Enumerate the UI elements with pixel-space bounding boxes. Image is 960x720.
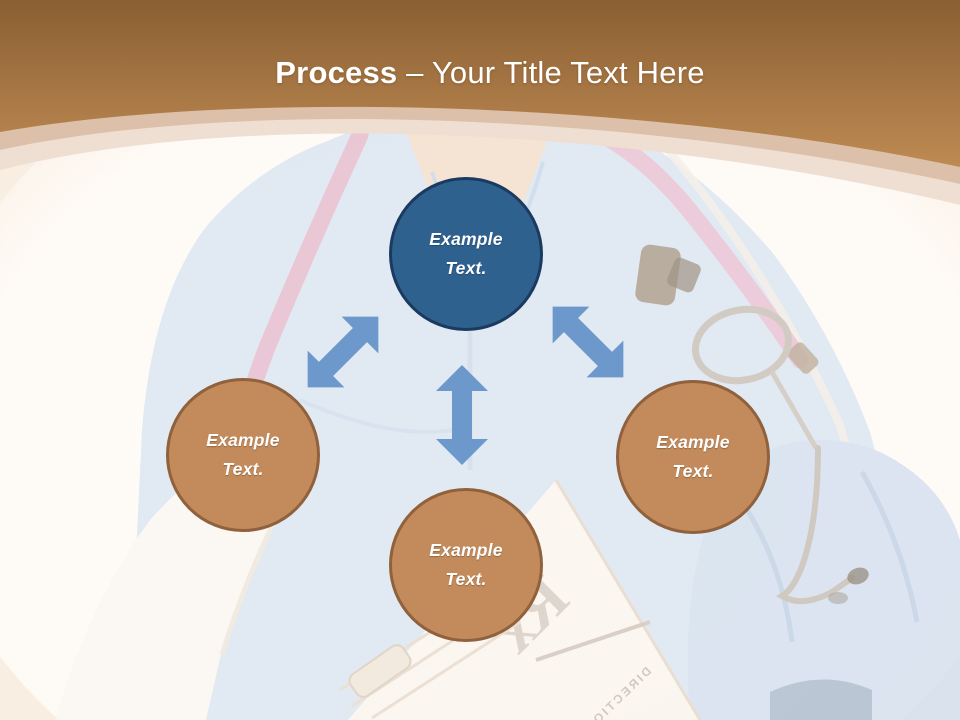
slide-title[interactable]: Process – Your Title Text Here (10, 50, 960, 96)
process-step-circle-top[interactable]: Example Text. (389, 177, 543, 331)
clipboard-line (535, 620, 651, 662)
stethoscope-eartip-shadow (828, 592, 848, 604)
stethoscope-metal-link (769, 370, 819, 450)
title-separator: – (397, 55, 432, 90)
title-emphasis: Process (275, 55, 398, 90)
shoulder-clip (635, 244, 681, 306)
sleeve-fold-2 (859, 470, 920, 623)
tube-connector (787, 342, 819, 374)
process-step-circle-left[interactable]: Example Text. (166, 378, 320, 532)
title-rest: Your Title Text Here (431, 55, 705, 90)
clipboard-edge (554, 479, 702, 720)
stethoscope-loop (691, 305, 793, 385)
stethoscope-tube-right (576, 116, 809, 369)
sleeve-shadow (770, 679, 872, 720)
process-step-circle-right[interactable]: Example Text. (616, 380, 770, 534)
shoulder-clip-strap (667, 257, 701, 293)
process-step-circle-bottom[interactable]: Example Text. (389, 488, 543, 642)
pad-clip (348, 644, 412, 698)
right-sleeve-shape (687, 439, 960, 720)
shoulder-seam (664, 147, 876, 542)
header-band[interactable] (0, 0, 960, 167)
stethoscope-metal-u (776, 445, 855, 605)
stethoscope-tube-left (241, 126, 369, 407)
sleeve-fold-1 (739, 500, 795, 643)
stethoscope-eartip (847, 567, 869, 585)
